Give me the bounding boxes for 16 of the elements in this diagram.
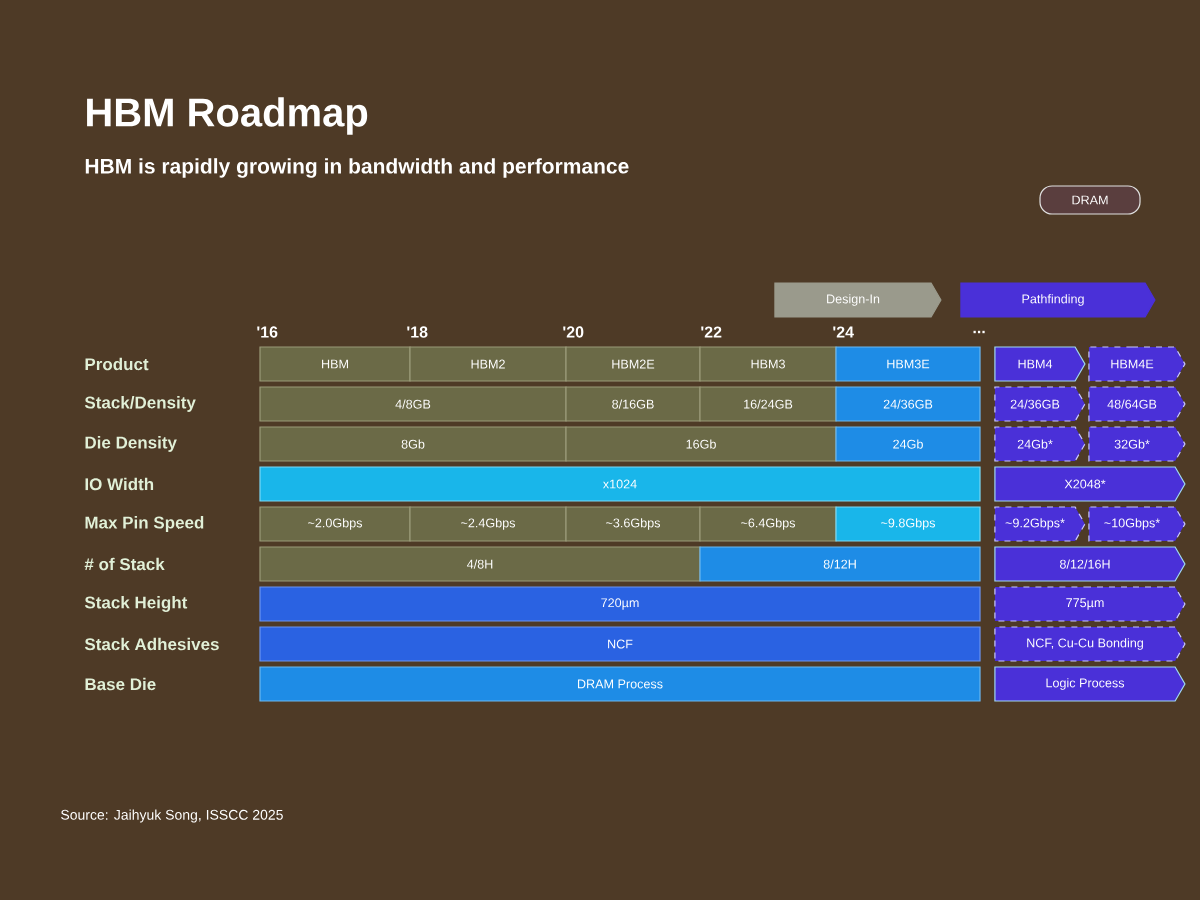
subtitle: HBM is rapidly growing in bandwidth and performance bbox=[85, 158, 629, 178]
year-label: '24 bbox=[833, 326, 854, 338]
row-header: Stack Height bbox=[84, 596, 188, 612]
row-header: IO Width bbox=[85, 477, 154, 491]
year-label: '20 bbox=[563, 326, 584, 338]
row-header: Max Pin Speed bbox=[85, 516, 204, 532]
row-header: Product bbox=[85, 357, 149, 371]
row-header: Die Density bbox=[85, 436, 177, 452]
row-header: Stack/Density bbox=[84, 396, 196, 412]
ellipsis: ... bbox=[973, 330, 985, 334]
title: HBM Roadmap bbox=[87, 97, 368, 135]
row-header: # of Stack bbox=[84, 557, 165, 571]
row-header: Stack Adhesives bbox=[84, 637, 219, 651]
row-header: Base Die bbox=[85, 677, 156, 691]
year-label: '18 bbox=[407, 326, 428, 338]
year-label: '22 bbox=[701, 326, 722, 338]
